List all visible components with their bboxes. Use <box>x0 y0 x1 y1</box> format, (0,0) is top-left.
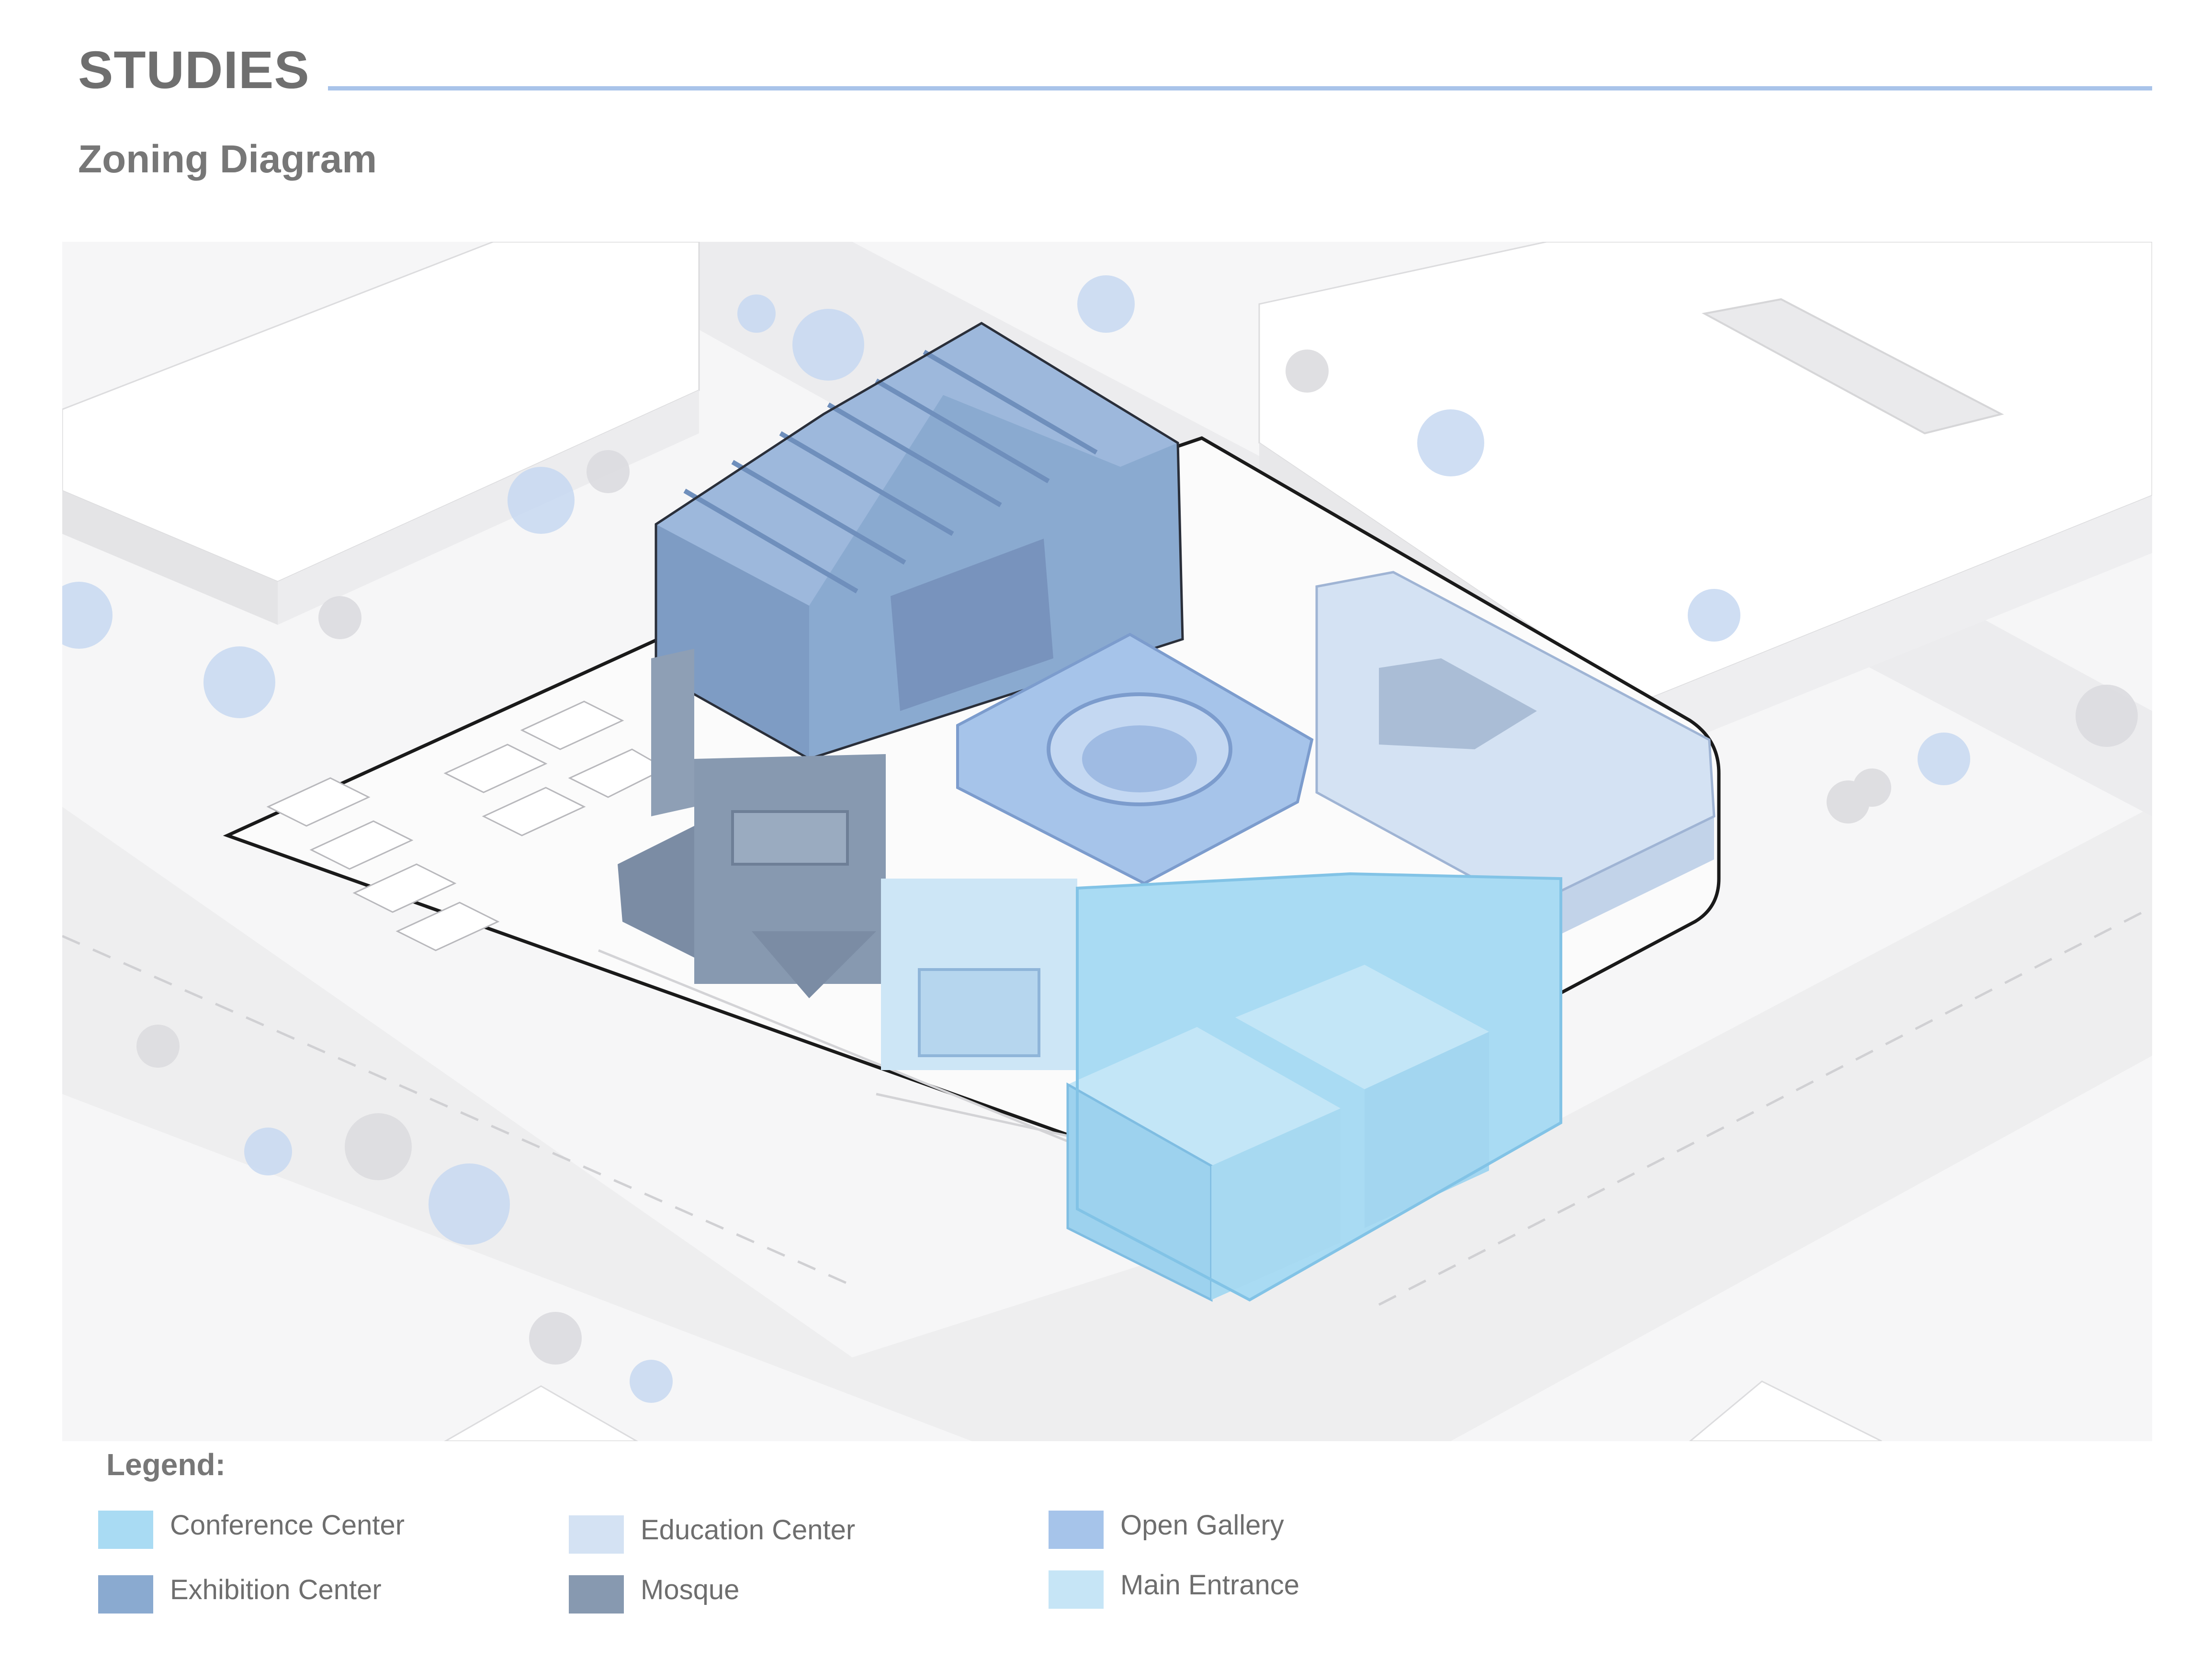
legend-label-exhibition-center: Exhibition Center <box>170 1576 382 1604</box>
legend-swatch-education-center <box>569 1515 624 1554</box>
legend-swatch-mosque <box>569 1575 624 1614</box>
legend-label-mosque: Mosque <box>641 1576 739 1604</box>
page-title: STUDIES <box>78 44 310 97</box>
legend-label-open-gallery: Open Gallery <box>1120 1512 1284 1539</box>
legend-swatch-conference-center <box>98 1511 153 1549</box>
legend-label-education-center: Education Center <box>641 1516 855 1544</box>
page-subtitle: Zoning Diagram <box>78 140 377 179</box>
axonometric-site-diagram <box>62 242 2152 1441</box>
legend-title: Legend: <box>106 1449 226 1480</box>
legend-swatch-exhibition-center <box>98 1575 153 1614</box>
legend-swatch-main-entrance <box>1049 1570 1104 1609</box>
legend-label-conference-center: Conference Center <box>170 1512 405 1539</box>
zone-main-entrance <box>881 879 1077 1070</box>
legend-swatch-open-gallery <box>1049 1511 1104 1549</box>
title-rule <box>328 86 2152 90</box>
legend-label-main-entrance: Main Entrance <box>1120 1571 1299 1599</box>
